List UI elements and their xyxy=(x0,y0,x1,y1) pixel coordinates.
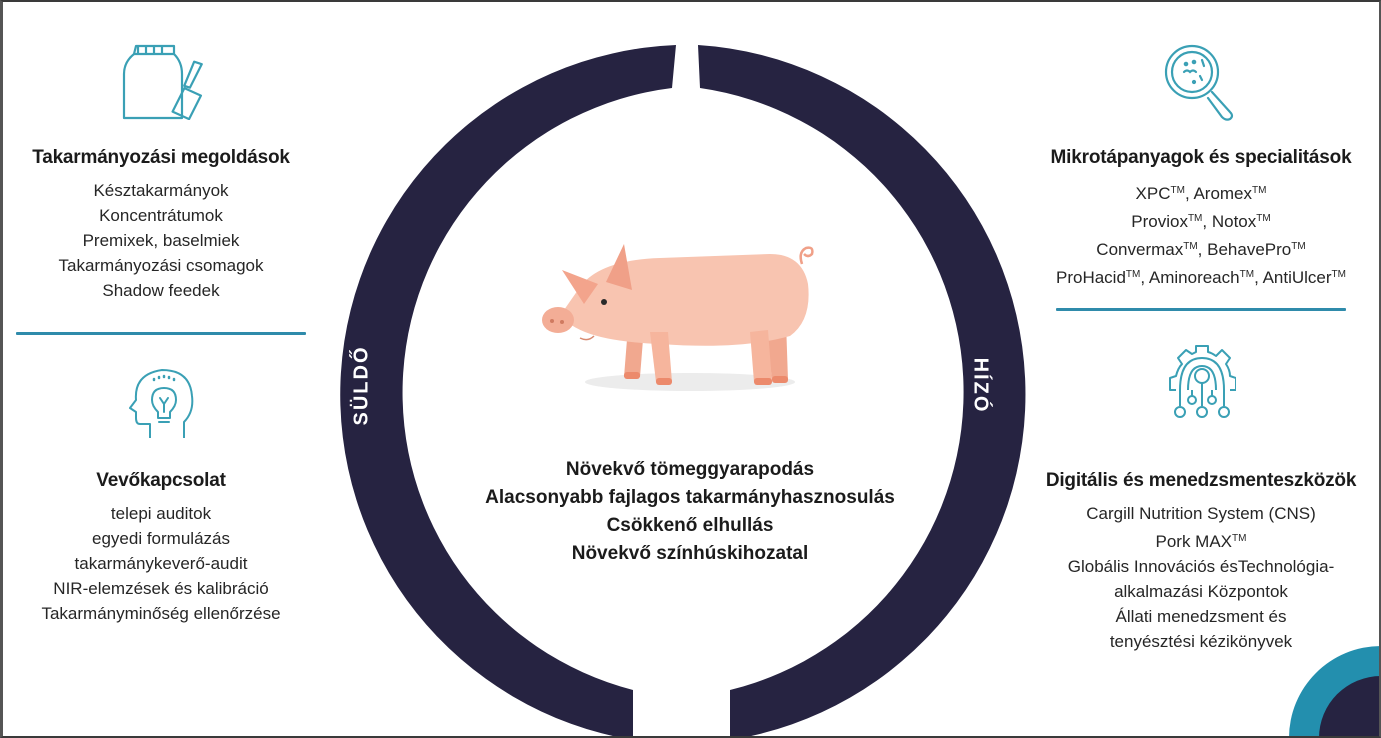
benefit-item: Növekvő tömeggyarapodás xyxy=(565,459,815,480)
panel-item: Globális Innovációs ésTechnológia- xyxy=(1067,557,1335,576)
panel-item: ProHacidTM, AminoreachTM, AntiUlcerTM xyxy=(1056,268,1346,287)
trademark-mark: TM xyxy=(1252,185,1267,196)
benefit-item: Csökkenő elhullás xyxy=(606,515,774,536)
panel-item: Premixek, baselmiek xyxy=(82,231,240,250)
panel-item: tenyésztési kézikönyvek xyxy=(1109,632,1293,651)
panel-item: Állati menedzsment és xyxy=(1115,607,1287,626)
benefit-item: Alacsonyabb fajlagos takarmányhasznosulá… xyxy=(485,487,895,508)
panel-item: takarmánykeverő-audit xyxy=(74,554,248,573)
panel-item: ConvermaxTM, BehaveProTM xyxy=(1096,240,1306,259)
panel-item: egyedi formulázás xyxy=(92,529,230,548)
panel-item: NIR-elemzések és kalibráció xyxy=(53,579,269,598)
trademark-mark: TM xyxy=(1170,185,1185,196)
trademark-mark: TM xyxy=(1187,213,1203,224)
panel-title: Digitális és menedzsmenteszközök xyxy=(1045,470,1357,491)
tools-list: Cargill Nutrition System (CNS) Pork MAXTM… xyxy=(1036,501,1366,654)
panel-item: ProvioxTM, NotoxTM xyxy=(1131,212,1271,231)
ring-left-segment xyxy=(340,45,676,738)
panel-customer-relations: Vevőkapcsolat telepi auditok egyedi form… xyxy=(10,469,312,626)
panel-digital-tools: Digitális és menedzsmenteszközök Cargill… xyxy=(1036,469,1366,654)
gear-circuit-icon xyxy=(1169,345,1236,418)
panel-item: telepi auditok xyxy=(110,504,212,523)
separator-right xyxy=(1056,308,1346,311)
pig-illustration xyxy=(542,244,814,391)
panel-item: Takarmányminőség ellenőrzése xyxy=(41,604,281,623)
panel-title: Vevőkapcsolat xyxy=(96,470,226,491)
panel-feeding-solutions: Takarmányozási megoldások Késztakarmányo… xyxy=(10,146,312,303)
trademark-mark: TM xyxy=(1239,269,1255,280)
panel-item: Takarmányozási csomagok xyxy=(58,256,264,275)
separator-left xyxy=(16,332,306,335)
head-lightbulb-icon xyxy=(129,369,194,438)
trademark-mark: TM xyxy=(1232,533,1247,544)
panel-title: Takarmányozási megoldások xyxy=(32,147,290,168)
stage-label-suldo: SÜLDŐ xyxy=(350,345,373,426)
panel-item: Késztakarmányok xyxy=(93,181,229,200)
magnifier-microbe-icon xyxy=(1164,44,1234,121)
trademark-mark: TM xyxy=(1125,269,1141,280)
benefit-item: Növekvő színhúskihozatal xyxy=(571,543,809,564)
panel-item: alkalmazási Központok xyxy=(1114,582,1288,601)
ring-right-segment xyxy=(698,45,1026,738)
panel-title: Mikrotápanyagok és specialitások xyxy=(1050,147,1352,168)
feed-bag-scoop-icon xyxy=(122,44,203,120)
panel-item: Pork MAXTM xyxy=(1155,532,1247,551)
trademark-mark: TM xyxy=(1331,269,1346,280)
stage-label-hizo: HÍZÓ xyxy=(969,357,992,414)
trademark-mark: TM xyxy=(1183,241,1198,252)
trademark-list: XPCTM, AromexTM ProvioxTM, NotoxTM Converm… xyxy=(1036,178,1366,290)
panel-micronutrients: Mikrotápanyagok és specialitások XPCTM, … xyxy=(1036,146,1366,290)
benefits-list: Növekvő tömeggyarapodás Alacsonyabb fajl… xyxy=(440,456,940,568)
panel-item: Cargill Nutrition System (CNS) xyxy=(1086,504,1316,523)
panel-item: XPCTM, AromexTM xyxy=(1135,184,1267,203)
trademark-mark: TM xyxy=(1291,241,1306,252)
corner-decoration xyxy=(1289,646,1381,738)
panel-item: Koncentrátumok xyxy=(99,206,223,225)
panel-item: Shadow feedek xyxy=(102,281,220,300)
trademark-mark: TM xyxy=(1256,213,1271,224)
